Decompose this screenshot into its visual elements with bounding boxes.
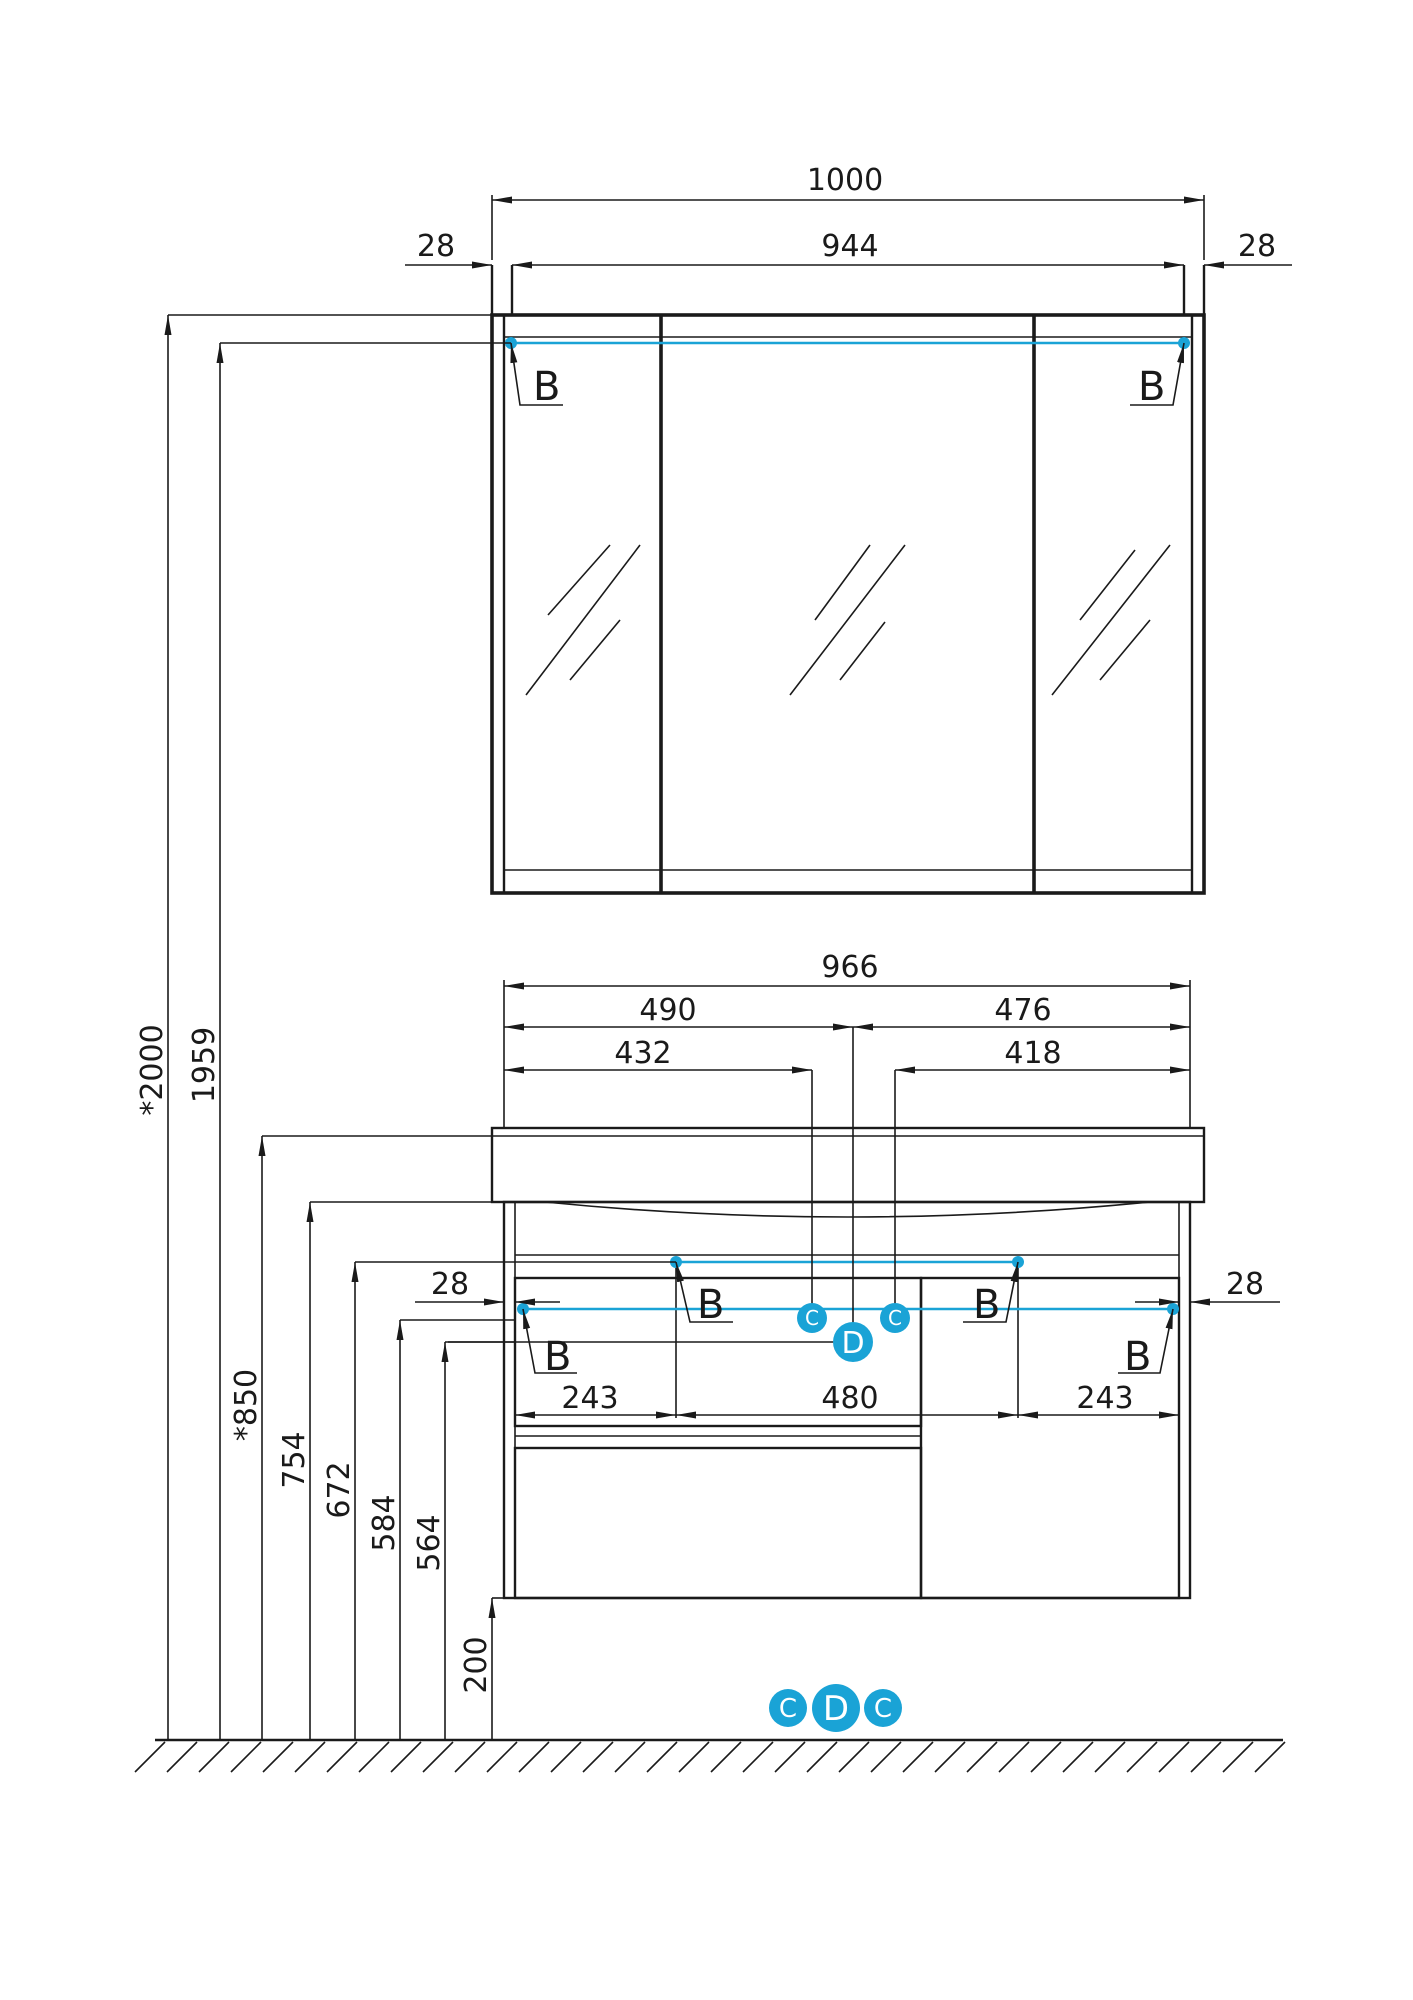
dim-label: 584 xyxy=(367,1494,402,1551)
dimension-490-476: 490 476 xyxy=(504,993,1190,1031)
dim-label: 1000 xyxy=(807,163,883,198)
hatch-line xyxy=(486,1741,518,1773)
dim-label: *2000 xyxy=(135,1024,170,1115)
mirror-reflection-icon xyxy=(525,544,641,696)
dim-label: 754 xyxy=(277,1431,312,1488)
hatch-line xyxy=(1222,1741,1254,1773)
legend-cdc: C D C xyxy=(769,1684,902,1732)
label-b: B xyxy=(973,1282,1000,1328)
label-b: B xyxy=(1138,364,1165,410)
label-b: B xyxy=(697,1282,724,1328)
dim-label: 243 xyxy=(1076,1381,1133,1416)
hatch-line xyxy=(1094,1741,1126,1773)
svg-text:D: D xyxy=(841,1326,864,1361)
hatch-line xyxy=(326,1741,358,1773)
dim-label: 480 xyxy=(821,1381,878,1416)
dim-label: 200 xyxy=(459,1636,494,1693)
dim-label: *850 xyxy=(229,1369,264,1441)
hatch-line xyxy=(550,1741,582,1773)
legend-c: C xyxy=(779,1694,797,1724)
hatch-line xyxy=(646,1741,678,1773)
vertical-dimensions: *2000 1959 *850 754 672 584 564 200 xyxy=(135,314,676,1740)
dimension-1000: 1000 xyxy=(491,163,1205,260)
dimension-944: 944 28 28 xyxy=(405,229,1292,269)
hatch-line xyxy=(134,1741,166,1773)
hatch-line xyxy=(294,1741,326,1773)
label-b: B xyxy=(533,364,560,410)
hatch-line xyxy=(518,1741,550,1773)
hatch-line xyxy=(166,1741,198,1773)
hatch-line xyxy=(1158,1741,1190,1773)
hatch-line xyxy=(1254,1741,1286,1773)
hatch-line xyxy=(710,1741,742,1773)
hatch-line xyxy=(198,1741,230,1773)
hatch-line xyxy=(582,1741,614,1773)
dim-label: 490 xyxy=(639,993,696,1028)
floor-hatch xyxy=(134,1738,1286,1773)
dim-label: 672 xyxy=(322,1461,357,1518)
dim-label: 418 xyxy=(1004,1036,1061,1071)
hatch-line xyxy=(678,1741,710,1773)
dim-label: 28 xyxy=(417,229,455,264)
hatch-line xyxy=(774,1741,806,1773)
legend-c-icon xyxy=(864,1689,902,1727)
hatch-line xyxy=(838,1741,870,1773)
hatch-line xyxy=(870,1741,902,1773)
hatch-line xyxy=(902,1741,934,1773)
hatch-line xyxy=(1190,1741,1222,1773)
mirror-reflection-icon xyxy=(789,544,906,696)
legend-d: D xyxy=(823,1689,849,1729)
dim-label: 564 xyxy=(412,1514,447,1571)
hatch-line xyxy=(454,1741,486,1773)
dimension-432-418: 432 418 xyxy=(504,1036,1190,1074)
dim-label: 243 xyxy=(561,1381,618,1416)
dimension-28-vanity: 28 28 xyxy=(415,1267,1280,1306)
dim-label: 944 xyxy=(821,229,878,264)
legend-c: C xyxy=(874,1694,892,1724)
label-b: B xyxy=(544,1334,571,1380)
dim-label: 28 xyxy=(1238,229,1276,264)
hatch-line xyxy=(422,1741,454,1773)
hatch-line xyxy=(1030,1741,1062,1773)
hatch-line xyxy=(1062,1741,1094,1773)
connection-point-c xyxy=(880,1303,910,1333)
legend-d-icon xyxy=(812,1684,860,1732)
dim-label: 476 xyxy=(994,993,1051,1028)
hatch-line xyxy=(934,1741,966,1773)
hatch-line xyxy=(742,1741,774,1773)
hatch-line xyxy=(966,1741,998,1773)
hatch-line xyxy=(614,1741,646,1773)
mirror-reflection-icon xyxy=(1051,544,1171,696)
svg-text:C: C xyxy=(805,1306,819,1330)
dimension-966: 966 xyxy=(503,950,1191,1128)
dim-label: 966 xyxy=(821,950,878,985)
hatch-line xyxy=(358,1741,390,1773)
dimension-243-480-243: 243 480 243 xyxy=(515,1381,1179,1419)
hatch-line xyxy=(262,1741,294,1773)
dim-label: 28 xyxy=(431,1267,469,1302)
dim-label: 1959 xyxy=(187,1027,222,1103)
connection-point-d xyxy=(833,1322,873,1362)
hatch-line xyxy=(998,1741,1030,1773)
hatch-line xyxy=(806,1741,838,1773)
connection-point-c xyxy=(797,1303,827,1333)
svg-text:C: C xyxy=(888,1306,902,1330)
dim-label: 28 xyxy=(1226,1267,1264,1302)
label-b: B xyxy=(1124,1334,1151,1380)
hatch-line xyxy=(390,1741,422,1773)
hatch-line xyxy=(1126,1741,1158,1773)
mirror-cabinet: B B xyxy=(490,265,1206,895)
dim-label: 432 xyxy=(614,1036,671,1071)
hatch-line xyxy=(230,1741,262,1773)
vanity-unit: B B B B C C D xyxy=(448,1027,1206,1600)
legend-c-icon xyxy=(769,1689,807,1727)
